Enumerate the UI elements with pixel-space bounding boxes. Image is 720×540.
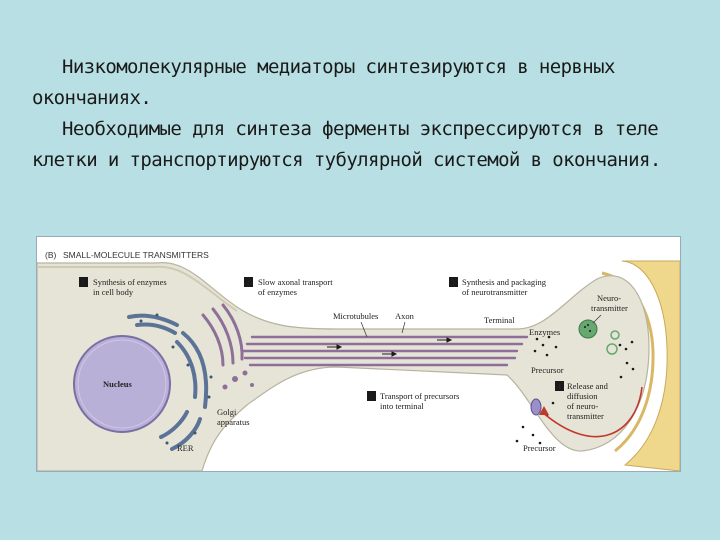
step-4-line-4: transmitter — [567, 411, 604, 421]
step-1-number: 1 — [81, 278, 85, 287]
step-1-line-2: in cell body — [93, 287, 134, 297]
neuron-body — [37, 262, 650, 471]
neuron-diagram: (B) SMALL-MOLECULE TRANSMITTERS Nucleus — [36, 236, 681, 472]
panel-title: SMALL-MOLECULE TRANSMITTERS — [63, 250, 209, 260]
neurotransmitter-dots — [584, 324, 635, 379]
golgi-apparatus — [201, 303, 244, 367]
step-1-line-1: Synthesis of enzymes — [93, 277, 167, 287]
step-4-line-3: of neuro- — [567, 401, 599, 411]
panel-label: (B) — [45, 250, 57, 260]
step-5-line-2: into terminal — [380, 401, 424, 411]
step-2-number: 2 — [246, 278, 250, 287]
neurotransmitter-label-1: Neuro- — [597, 293, 621, 303]
step-4-line-2: diffusion — [567, 391, 598, 401]
step-1: 1 Synthesis of enzymes in cell body — [79, 277, 167, 297]
step-3-line-1: Synthesis and packaging — [462, 277, 547, 287]
golgi-vesicles — [222, 370, 254, 390]
precursor-outside-label: Precursor — [523, 443, 556, 453]
enzymes-label: Enzymes — [529, 327, 560, 337]
slide-text: Низкомолекулярные медиаторы синтезируютс… — [32, 52, 712, 176]
rer-label: RER — [177, 443, 194, 453]
release-vesicles — [606, 330, 620, 355]
step-5: 5 Transport of precursors into terminal — [367, 391, 459, 411]
step-2-line-1: Slow axonal transport — [258, 277, 333, 287]
precursor-transporter — [530, 398, 542, 416]
neurotransmitter-label-2: transmitter — [591, 303, 628, 313]
postsynaptic-cell — [621, 260, 680, 471]
step-5-line-1: Transport of precursors — [380, 391, 459, 401]
cell-membrane — [37, 265, 238, 312]
axon-pointer — [401, 321, 406, 334]
microtubules — [240, 335, 529, 367]
release-arrow — [541, 386, 643, 438]
step-5-number: 5 — [369, 392, 373, 401]
axon-transport-arrows — [327, 337, 453, 357]
neurotransmitter-pointer — [592, 314, 602, 324]
golgi-label-2: apparatus — [217, 417, 250, 427]
microtubules-pointer — [360, 321, 368, 338]
nucleus — [73, 335, 171, 433]
nucleus-label: Nucleus — [103, 379, 133, 389]
precursor-dots — [515, 401, 555, 445]
precursor-inside-label: Precursor — [531, 365, 564, 375]
microtubules-label: Microtubules — [333, 311, 378, 321]
release-arrowhead — [539, 406, 549, 415]
golgi-label-1: Golgi — [217, 407, 237, 417]
step-4-number: 4 — [557, 382, 561, 391]
paragraph-enzyme-transport: Необходимые для синтеза ферменты экспрес… — [32, 118, 661, 171]
axon-label: Axon — [395, 311, 415, 321]
ribosomes — [139, 313, 213, 445]
step-2: 2 Slow axonal transport of enzymes — [244, 277, 333, 297]
paragraph-synthesis-location: Низкомолекулярные медиаторы синтезируютс… — [32, 56, 615, 109]
step-3-number: 3 — [451, 278, 455, 287]
terminal-label: Terminal — [484, 315, 515, 325]
step-4: 4 Release and diffusion of neuro- transm… — [555, 381, 609, 421]
step-3-line-2: of neurotransmitter — [462, 287, 528, 297]
enzyme-dots — [533, 335, 558, 357]
rough-er — [127, 313, 209, 451]
step-3: 3 Synthesis and packaging of neurotransm… — [449, 277, 547, 297]
synaptic-vesicle — [578, 319, 598, 339]
step-4-line-1: Release and — [567, 381, 609, 391]
step-2-line-2: of enzymes — [258, 287, 297, 297]
